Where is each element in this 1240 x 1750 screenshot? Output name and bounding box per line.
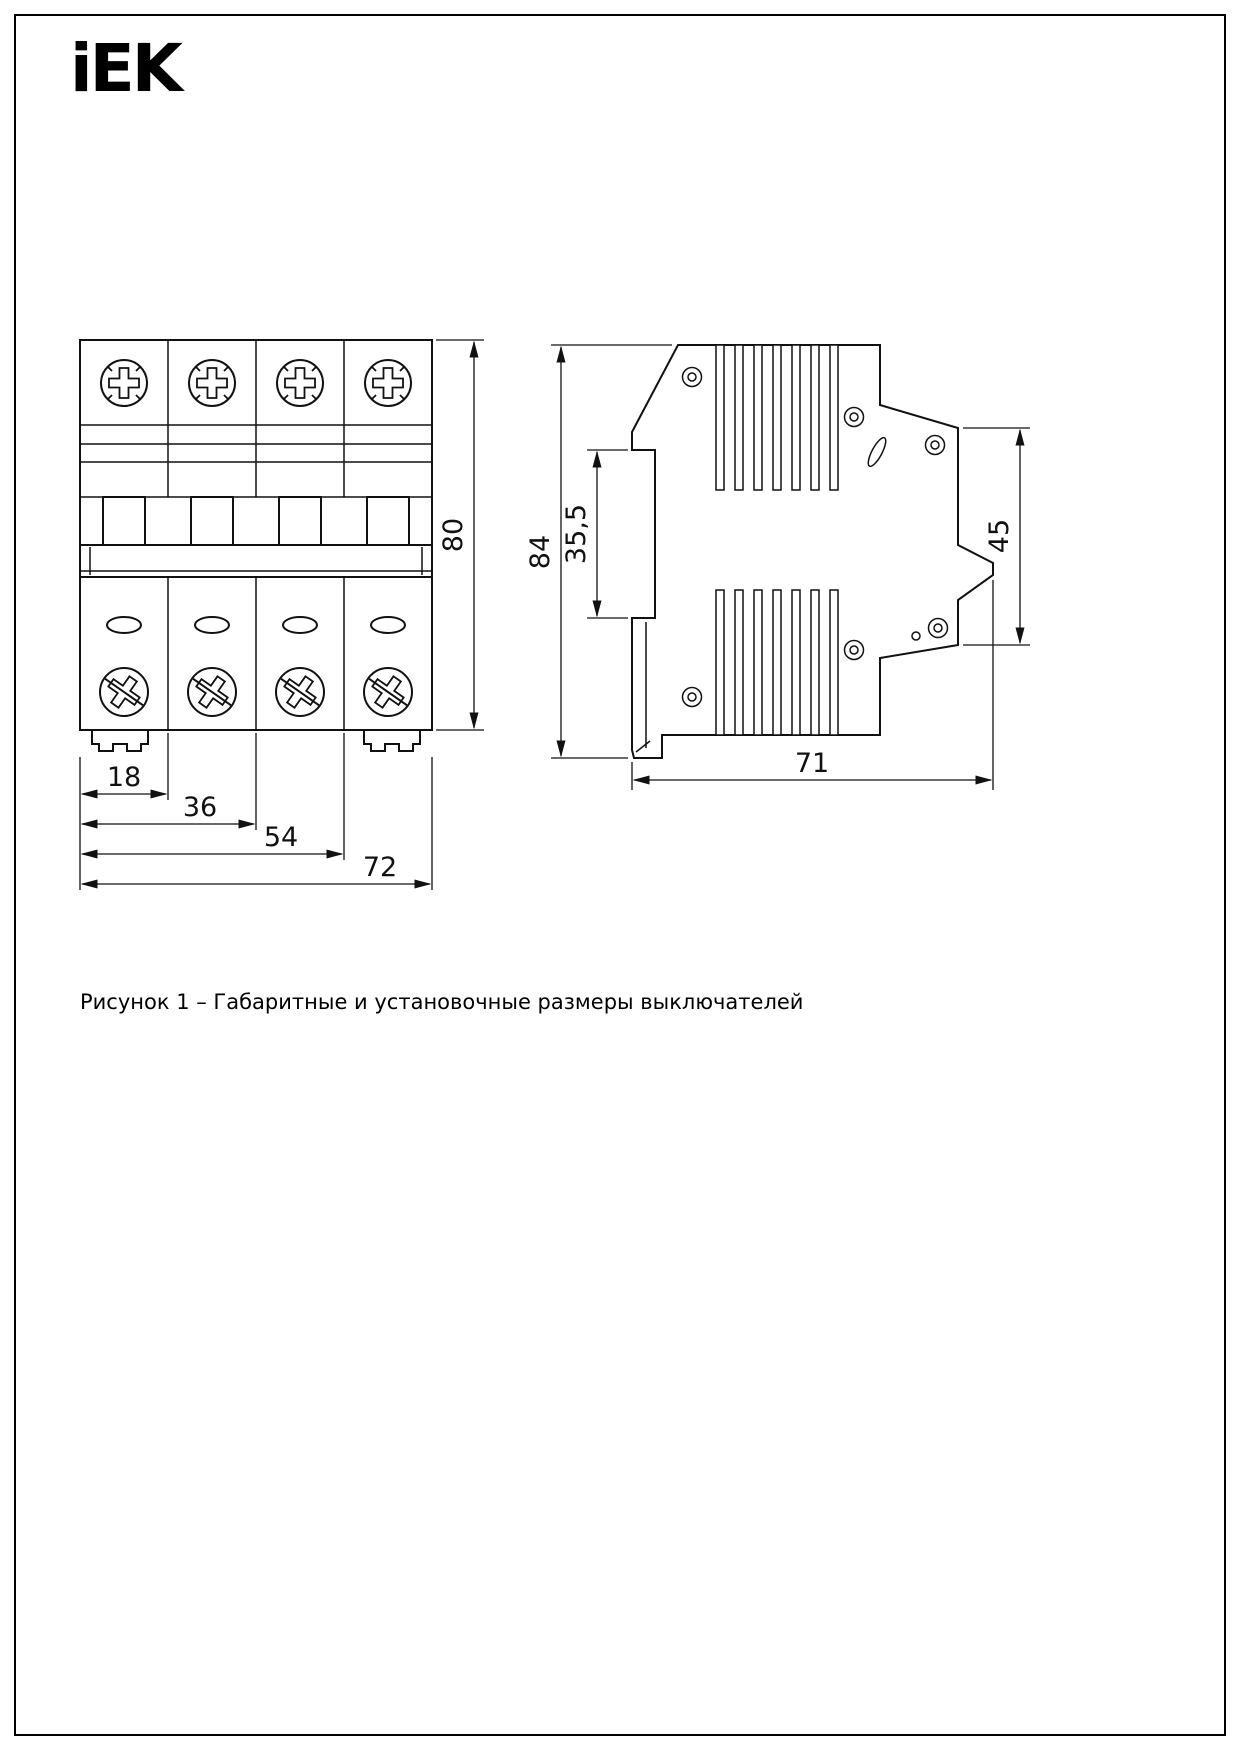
figure-caption: Рисунок 1 – Габаритные и установочные ра… [80, 990, 804, 1014]
side-dim-rail [587, 449, 628, 619]
dim-label-45: 45 [984, 519, 1015, 553]
front-dim-widths [79, 733, 433, 890]
screw-bottom-2 [187, 667, 237, 717]
side-rivets [681, 366, 949, 708]
dim-label-72: 72 [363, 852, 397, 883]
screw-bottom-1 [99, 667, 149, 717]
dim-label-54: 54 [264, 822, 298, 853]
iek-logo: iEK [70, 30, 183, 107]
front-toggle-handles [102, 496, 410, 546]
breaker-side-view: 84 35,5 45 71 [525, 344, 1030, 790]
front-label-windows [106, 616, 406, 634]
side-dim-height [551, 344, 672, 759]
dim-label-35-5: 35,5 [561, 504, 592, 564]
screw-top-1 [100, 359, 148, 407]
side-din-clip [635, 622, 651, 753]
screw-top-4 [364, 359, 412, 407]
screw-top-3 [276, 359, 324, 407]
dim-label-80: 80 [438, 518, 469, 552]
side-dim-depth [631, 580, 994, 790]
front-dim-height [436, 339, 484, 731]
front-pole-separators [167, 340, 345, 730]
front-top-screws [100, 359, 412, 407]
screw-top-2 [188, 359, 236, 407]
dim-label-84: 84 [525, 535, 556, 569]
side-ribs-bottom [715, 589, 839, 736]
dim-label-36: 36 [183, 792, 217, 823]
screw-bottom-4 [363, 667, 413, 717]
screw-bottom-3 [275, 667, 325, 717]
side-dim-latch [963, 427, 1030, 646]
breaker-front-view: 80 18 36 54 72 [79, 339, 484, 890]
side-curved-slot [867, 436, 887, 468]
front-bottom-screws [99, 667, 413, 717]
front-din-clips [91, 730, 421, 752]
dim-label-71: 71 [795, 748, 829, 779]
dim-label-18: 18 [107, 762, 141, 793]
front-crossbar [89, 547, 423, 575]
side-ribs-top [715, 344, 839, 491]
